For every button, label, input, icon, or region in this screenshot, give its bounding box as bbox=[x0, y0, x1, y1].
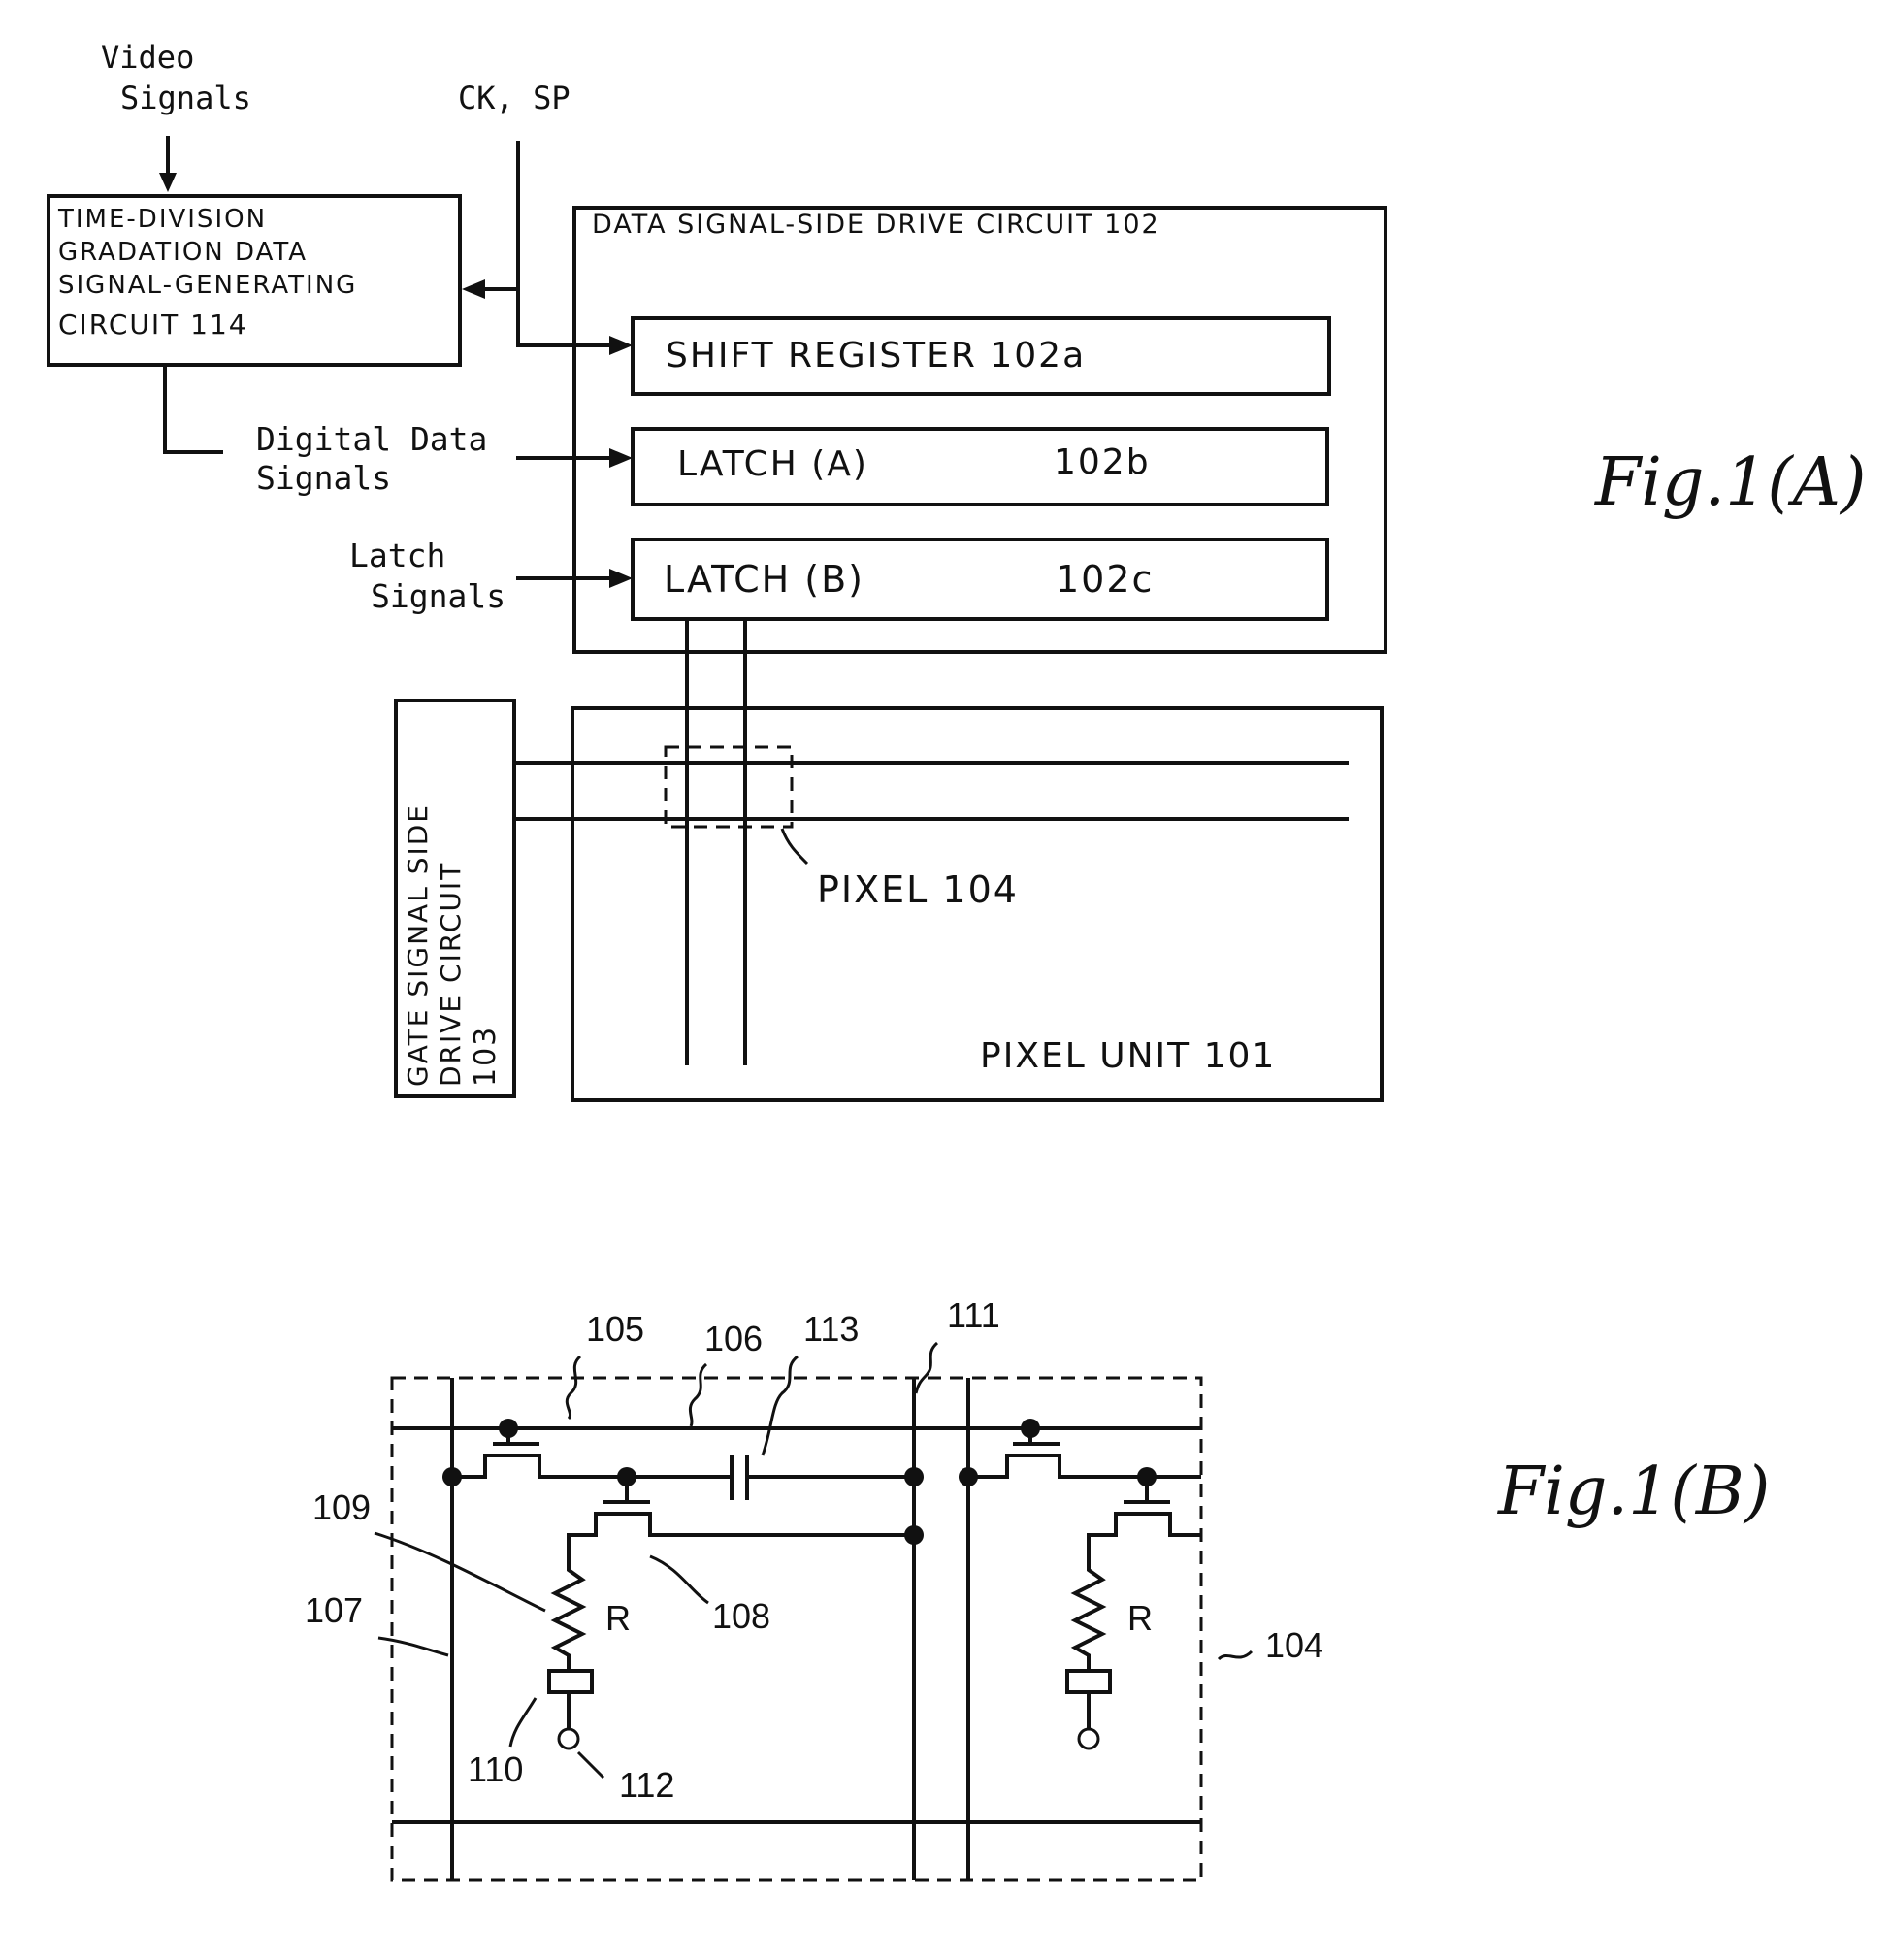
terminal-112 bbox=[559, 1729, 578, 1748]
leader-107 bbox=[378, 1638, 448, 1655]
gate-drive-circuit-label-line3: 103 bbox=[469, 1026, 503, 1087]
leader-106 bbox=[690, 1364, 706, 1426]
node-right-source bbox=[959, 1467, 978, 1486]
video-signals-label-line2: Signals bbox=[120, 80, 251, 116]
digital-data-label-line2: Signals bbox=[256, 459, 391, 497]
tdg-circuit-label-line4: CIRCUIT 114 bbox=[58, 309, 248, 341]
video-signals-label-line1: Video bbox=[101, 39, 194, 76]
tft-105-channel bbox=[452, 1455, 621, 1477]
digital-data-line bbox=[165, 365, 223, 452]
ref-108: 108 bbox=[712, 1596, 770, 1636]
leader-109 bbox=[375, 1533, 545, 1611]
ck-sp-line bbox=[518, 141, 621, 345]
pixel-unit-label: PIXEL UNIT 101 bbox=[980, 1036, 1276, 1076]
el-element-right bbox=[1067, 1671, 1110, 1692]
latch-b-ref: 102c bbox=[1056, 558, 1154, 601]
latch-signals-label-line1: Latch bbox=[349, 537, 445, 574]
resistor-left bbox=[555, 1552, 582, 1671]
leader-110 bbox=[510, 1698, 536, 1747]
ref-104: 104 bbox=[1265, 1625, 1323, 1665]
leader-111 bbox=[916, 1343, 937, 1393]
ref-109: 109 bbox=[312, 1487, 371, 1527]
tft-right-sw-channel bbox=[968, 1455, 1201, 1477]
el-element-110 bbox=[549, 1671, 592, 1692]
leader-105 bbox=[567, 1356, 580, 1419]
ref-110: 110 bbox=[468, 1749, 523, 1789]
digital-data-arrowhead bbox=[609, 448, 633, 468]
fig-1a-caption: Fig.1(A) bbox=[1593, 444, 1867, 521]
ref-106: 106 bbox=[704, 1319, 763, 1358]
fig-1b: R R 105 106 113 111 109 107 bbox=[305, 1295, 1770, 1880]
video-signals-arrowhead bbox=[159, 173, 177, 192]
ref-112: 112 bbox=[619, 1765, 674, 1805]
tdg-circuit-label-line2: GRADATION DATA bbox=[58, 238, 308, 267]
node-capacitor-111 bbox=[904, 1467, 924, 1486]
shift-register-label: SHIFT REGISTER 102a bbox=[666, 336, 1086, 376]
ref-113: 113 bbox=[803, 1309, 859, 1349]
gate-drive-circuit-label-line2: DRIVE CIRCUIT bbox=[435, 862, 467, 1087]
ck-sp-shift-arrowhead bbox=[609, 336, 633, 355]
leader-113 bbox=[763, 1356, 798, 1455]
latch-a-label: LATCH (A) bbox=[677, 444, 868, 484]
tft-right-drv-channel bbox=[1089, 1514, 1201, 1552]
resistor-left-label: R bbox=[605, 1598, 631, 1638]
tft-108-channel bbox=[569, 1514, 914, 1552]
latch-b-label: LATCH (B) bbox=[664, 558, 864, 601]
ref-111: 111 bbox=[947, 1295, 1000, 1335]
ref-105: 105 bbox=[586, 1309, 644, 1349]
pixel-label: PIXEL 104 bbox=[817, 868, 1019, 911]
fig-1b-caption: Fig.1(B) bbox=[1496, 1454, 1770, 1530]
pixel-104-dashed-box bbox=[392, 1378, 1201, 1880]
latch-a-ref: 102b bbox=[1054, 442, 1151, 482]
gate-drive-circuit-label-group: GATE SIGNAL SIDE DRIVE CIRCUIT 103 bbox=[402, 803, 503, 1087]
gate-drive-circuit-label-line1: GATE SIGNAL SIDE bbox=[402, 803, 434, 1087]
ck-sp-tdg-arrowhead bbox=[462, 279, 485, 299]
resistor-right bbox=[1075, 1552, 1102, 1671]
pixel-leader-line bbox=[782, 829, 807, 864]
latch-signals-label-line2: Signals bbox=[371, 577, 505, 615]
leader-112 bbox=[578, 1752, 603, 1778]
latch-signals-arrowhead bbox=[609, 569, 633, 588]
leader-104 bbox=[1219, 1651, 1252, 1659]
node-108-111 bbox=[904, 1525, 924, 1545]
resistor-right-label: R bbox=[1127, 1598, 1153, 1638]
terminal-right bbox=[1079, 1729, 1098, 1748]
leader-108 bbox=[650, 1556, 708, 1603]
ref-107: 107 bbox=[305, 1590, 363, 1630]
data-drive-circuit-label: DATA SIGNAL-SIDE DRIVE CIRCUIT 102 bbox=[592, 210, 1160, 240]
node-107-105 bbox=[442, 1467, 462, 1486]
tdg-circuit-label-line1: TIME-DIVISION bbox=[57, 205, 267, 234]
tdg-circuit-label-line3: SIGNAL-GENERATING bbox=[58, 271, 357, 300]
digital-data-label-line1: Digital Data bbox=[256, 420, 487, 458]
pixel-dashed-box bbox=[666, 747, 792, 827]
ck-sp-label: CK, SP bbox=[458, 80, 571, 116]
fig-1a: Video Signals CK, SP TIME-DIVISION GRADA… bbox=[49, 39, 1867, 1100]
